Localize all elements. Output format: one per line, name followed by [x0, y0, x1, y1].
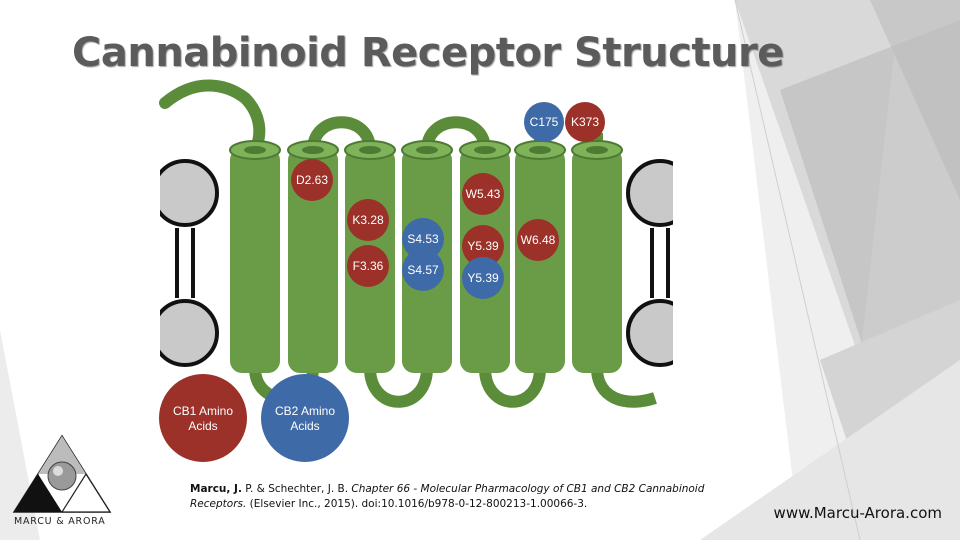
residue-w543-label: W5.43: [466, 187, 501, 201]
residue-f336-label: F3.36: [353, 259, 384, 273]
helix-1: [229, 140, 281, 373]
website-url: www.Marcu-Arora.com: [773, 504, 942, 522]
legend-cb1-circle: [159, 374, 247, 462]
slide-title: Cannabinoid Receptor Structure: [72, 30, 784, 76]
intracellular-loop-3: [479, 367, 546, 408]
residue-c175: [524, 102, 564, 142]
residue-y539a-label: Y5.39: [467, 239, 499, 253]
extracellular-n-terminus: [159, 79, 266, 156]
residue-d263: [291, 159, 333, 201]
legend-cb2-line2: Acids: [290, 419, 319, 433]
receptor-diagram: D2.63 K3.28 F3.36 S4.53 S4.57 W5.43 Y5.3…: [155, 79, 715, 462]
residue-f336: [347, 245, 389, 287]
citation-publisher: (Elsevier Inc., 2015). doi:10.1016/b978-…: [246, 498, 588, 510]
helix-2: [287, 140, 339, 373]
residue-k373-label: K373: [571, 115, 599, 129]
residue-k328-label: K3.28: [352, 213, 384, 227]
citation-authors: Marcu, J.: [190, 483, 242, 495]
legend-cb1-line1: CB1 Amino: [173, 404, 233, 418]
residue-w648-label: W6.48: [521, 233, 556, 247]
residue-s457: [402, 249, 444, 291]
legend-cb2-circle: [261, 374, 349, 462]
extracellular-loop-2: [421, 116, 491, 151]
extracellular-loop-1: [307, 116, 376, 151]
helix-7: [571, 140, 623, 373]
residue-s453: [402, 218, 444, 260]
residue-y539b: [462, 257, 504, 299]
intracellular-loop-2: [364, 367, 433, 408]
legend-cb2-line1: CB2 Amino: [275, 404, 335, 418]
residue-s453-label: S4.53: [407, 232, 439, 246]
residue-y539a: [462, 225, 504, 267]
logo-icon: [12, 434, 112, 513]
citation-rest-authors: P. & Schechter, J. B.: [241, 483, 352, 495]
lipid-left: [155, 159, 219, 367]
residue-y539b-label: Y5.39: [467, 271, 499, 285]
residue-d263-label: D2.63: [296, 173, 328, 187]
residue-k328: [347, 199, 389, 241]
residue-w543: [462, 173, 504, 215]
citation-chapter: Chapter 66 - Molecular Pharmacology of C…: [190, 483, 705, 510]
residue-w648: [517, 219, 559, 261]
citation: Marcu, J. P. & Schechter, J. B. Chapter …: [190, 482, 710, 512]
legend-cb1-line2: Acids: [188, 419, 217, 433]
residue-s457-label: S4.57: [407, 263, 439, 277]
residue-k373: [565, 102, 605, 142]
logo-text: MARCU & ARORA: [14, 516, 106, 527]
residue-c175-label: C175: [530, 115, 559, 129]
intracellular-loop-4: [591, 367, 657, 408]
